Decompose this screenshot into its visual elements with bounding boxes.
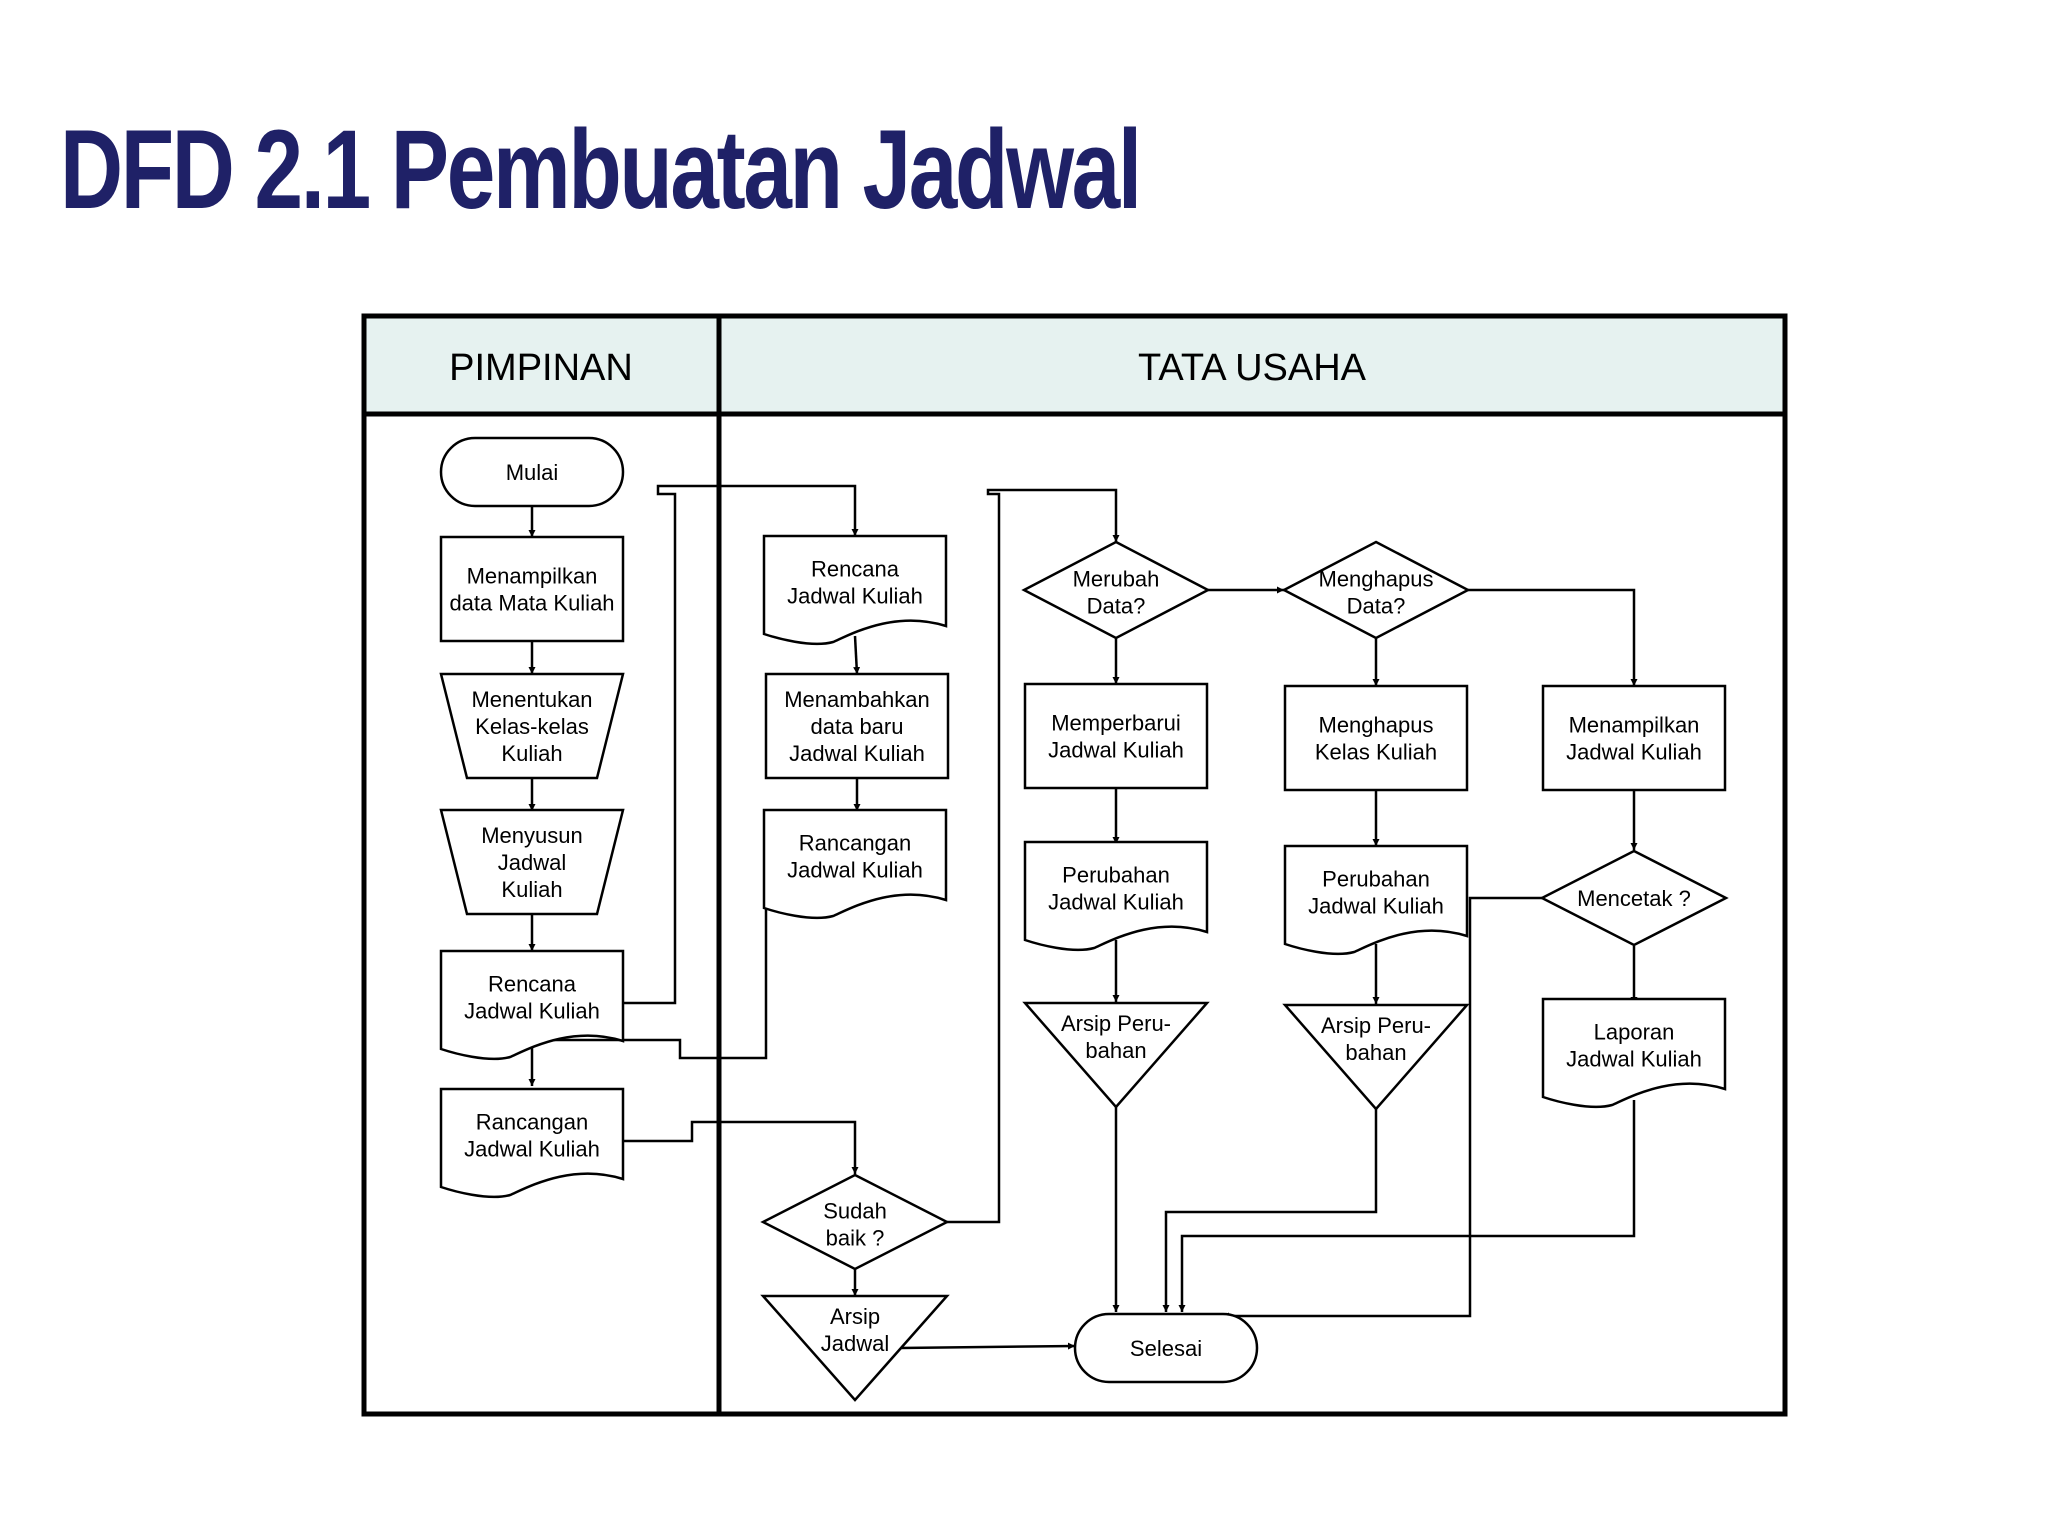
node-menghapus-q-label-2: Data? [1347, 594, 1406, 619]
node-selesai-shape [1073, 1312, 1259, 1384]
node-arsip-perubahan2-shape [1282, 1003, 1470, 1111]
connector-perubahan-2-selesai [1222, 896, 1542, 1320]
node-rancangan-p-label-2: Jadwal Kuliah [464, 1137, 600, 1162]
node-menampilkan-mk-label-2: data Mata Kuliah [449, 591, 614, 616]
node-arsip-perubahan1-label-2: bahan [1085, 1038, 1146, 1063]
node-arsip-perubahan2-label-2: bahan [1345, 1040, 1406, 1065]
node-menampilkan-jk-shape [1541, 684, 1727, 792]
node-arsip-jadwal-label-1: Arsip [830, 1304, 880, 1329]
node-rancangan-tu-label-1: Rancangan [799, 831, 912, 856]
slide-title: DFD 2.1 Pembuatan Jadwal [60, 107, 1142, 232]
connector-arsip-2-selesai [1162, 1108, 1378, 1312]
node-menyusun-shape [439, 808, 625, 916]
node-menghapus-kelas-label-2: Kelas Kuliah [1315, 740, 1437, 765]
node-rancangan-p-shape [439, 1087, 625, 1199]
node-menyusun-label-3: Kuliah [501, 877, 562, 902]
connector-rencana-to-tu [623, 484, 859, 1005]
node-menentukan-shape [439, 672, 625, 780]
connector-sudah-baik-to-merubah [947, 488, 1120, 1224]
node-menghapus-kelas-label-1: Menghapus [1319, 713, 1434, 738]
node-menampilkan-mk-shape [439, 535, 625, 643]
lane-border [361, 313, 1788, 1417]
node-sudah-baik-shape [760, 1173, 950, 1271]
node-perubahan1-shape [1023, 840, 1209, 952]
connectors [528, 484, 1638, 1350]
node-laporan-label-2: Jadwal Kuliah [1566, 1047, 1702, 1072]
connector-arsip-selesai [899, 1342, 1076, 1350]
node-arsip-perubahan1-label-1: Arsip Peru- [1061, 1011, 1171, 1036]
node-memperbarui-shape [1023, 682, 1209, 790]
node-memperbarui-label-1: Memperbarui [1051, 711, 1181, 736]
lane-header-pimpinan [364, 316, 719, 414]
node-perubahan1-label-2: Jadwal Kuliah [1048, 890, 1184, 915]
node-arsip-perubahan1-shape [1022, 1001, 1210, 1109]
node-rancangan-tu-shape [762, 808, 948, 920]
lane-header-tata-usaha [719, 316, 1785, 414]
node-merubah-shape [1021, 540, 1211, 640]
node-rencana-p-shape [439, 949, 625, 1061]
node-arsip-jadwal-shape [760, 1294, 950, 1402]
node-rencana-tu-label-1: Rencana [811, 557, 900, 582]
node-memperbarui-label-2: Jadwal Kuliah [1048, 738, 1184, 763]
node-menyusun-label-1: Menyusun [481, 823, 583, 848]
node-menentukan-label-2: Kelas-kelas [475, 714, 589, 739]
lane-label-pimpinan: PIMPINAN [449, 347, 633, 389]
node-merubah-label-2: Data? [1087, 594, 1146, 619]
node-rencana-tu-shape [762, 534, 948, 646]
node-perubahan2-shape [1283, 844, 1469, 956]
node-laporan-label-1: Laporan [1594, 1020, 1675, 1045]
node-rencana-tu-label-2: Jadwal Kuliah [787, 584, 923, 609]
connector-laporan-selesai [1178, 1100, 1636, 1312]
connector-rencana-menambahkan [853, 635, 861, 675]
node-menampilkan-jk-label-1: Menampilkan [1569, 713, 1700, 738]
node-perubahan2-label-1: Perubahan [1322, 867, 1430, 892]
node-selesai-label-1: Selesai [1130, 1336, 1202, 1361]
node-rencana-p-label-2: Jadwal Kuliah [464, 999, 600, 1024]
node-menentukan-label-1: Menentukan [471, 687, 592, 712]
node-rancangan-p-label-1: Rancangan [476, 1110, 589, 1135]
node-laporan-shape [1541, 997, 1727, 1109]
node-menampilkan-jk-label-2: Jadwal Kuliah [1566, 740, 1702, 765]
node-menambahkan-label-3: Jadwal Kuliah [789, 741, 925, 766]
swimlane-frame: PIMPINAN TATA USAHA [361, 313, 1788, 1417]
node-menambahkan-label-1: Menambahkan [784, 687, 930, 712]
node-mencetak-label-1: Mencetak ? [1577, 886, 1691, 911]
connector-rancangan-to-sudah-baik [623, 1120, 859, 1174]
connector-rancangan-return [532, 906, 768, 1060]
node-sudah-baik-label-1: Sudah [823, 1199, 887, 1224]
node-menentukan-label-3: Kuliah [501, 741, 562, 766]
node-rencana-p-label-1: Rencana [488, 972, 577, 997]
node-mencetak-shape [1539, 849, 1729, 947]
node-menghapus-q-label-1: Menghapus [1319, 567, 1434, 592]
connector-menghapus-to-menampilkan [1468, 588, 1638, 686]
node-menampilkan-mk-label-1: Menampilkan [467, 564, 598, 589]
node-mulai-shape [439, 436, 625, 508]
node-arsip-jadwal-label-2: Jadwal [821, 1331, 889, 1356]
node-perubahan1-label-1: Perubahan [1062, 863, 1170, 888]
node-menambahkan-label-2: data baru [811, 714, 904, 739]
node-perubahan2-label-2: Jadwal Kuliah [1308, 894, 1444, 919]
node-menambahkan-shape [764, 672, 950, 780]
node-menghapus-q-shape [1281, 540, 1471, 640]
node-arsip-perubahan2-label-1: Arsip Peru- [1321, 1013, 1431, 1038]
lane-label-tata-usaha: TATA USAHA [1138, 347, 1367, 389]
node-menghapus-kelas-shape [1283, 684, 1469, 792]
node-mulai-label-1: Mulai [506, 460, 559, 485]
node-sudah-baik-label-2: baik ? [826, 1226, 885, 1251]
node-menyusun-label-2: Jadwal [498, 850, 566, 875]
node-rancangan-tu-label-2: Jadwal Kuliah [787, 858, 923, 883]
node-merubah-label-1: Merubah [1073, 567, 1160, 592]
